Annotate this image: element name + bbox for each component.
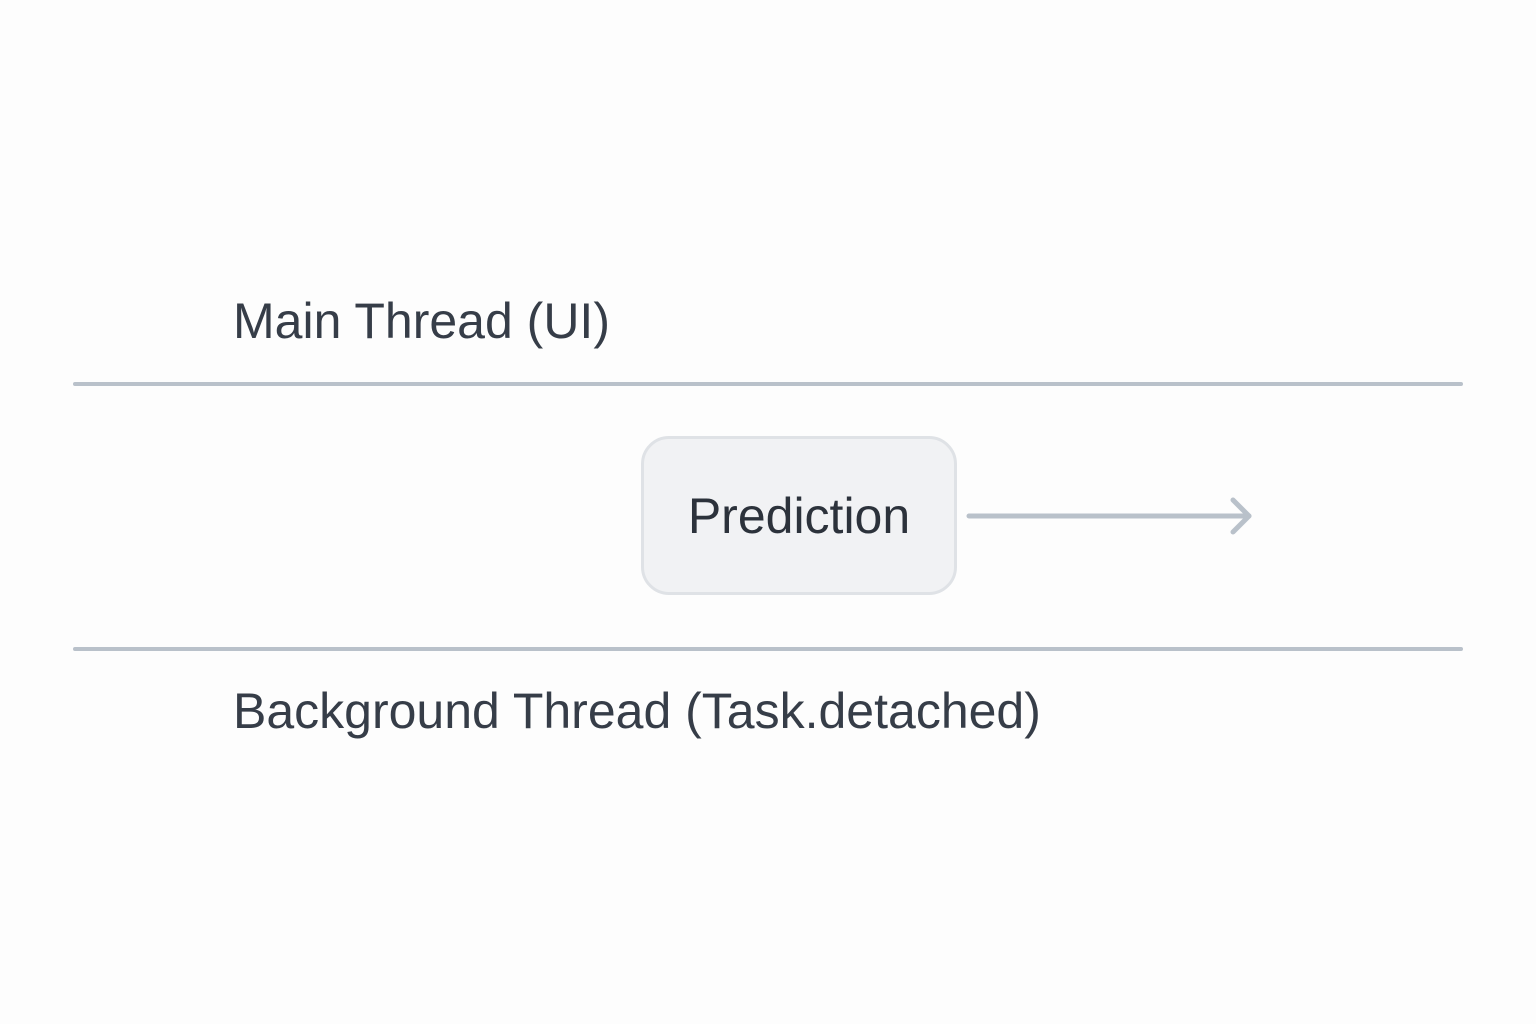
arrow-right-icon <box>966 497 1252 535</box>
lane-divider-bottom <box>73 647 1463 651</box>
background-thread-label: Background Thread (Task.detached) <box>233 683 1041 739</box>
prediction-node: Prediction <box>641 436 957 595</box>
main-thread-label: Main Thread (UI) <box>233 293 610 349</box>
lane-divider-top <box>73 382 1463 386</box>
prediction-node-label: Prediction <box>687 487 911 544</box>
